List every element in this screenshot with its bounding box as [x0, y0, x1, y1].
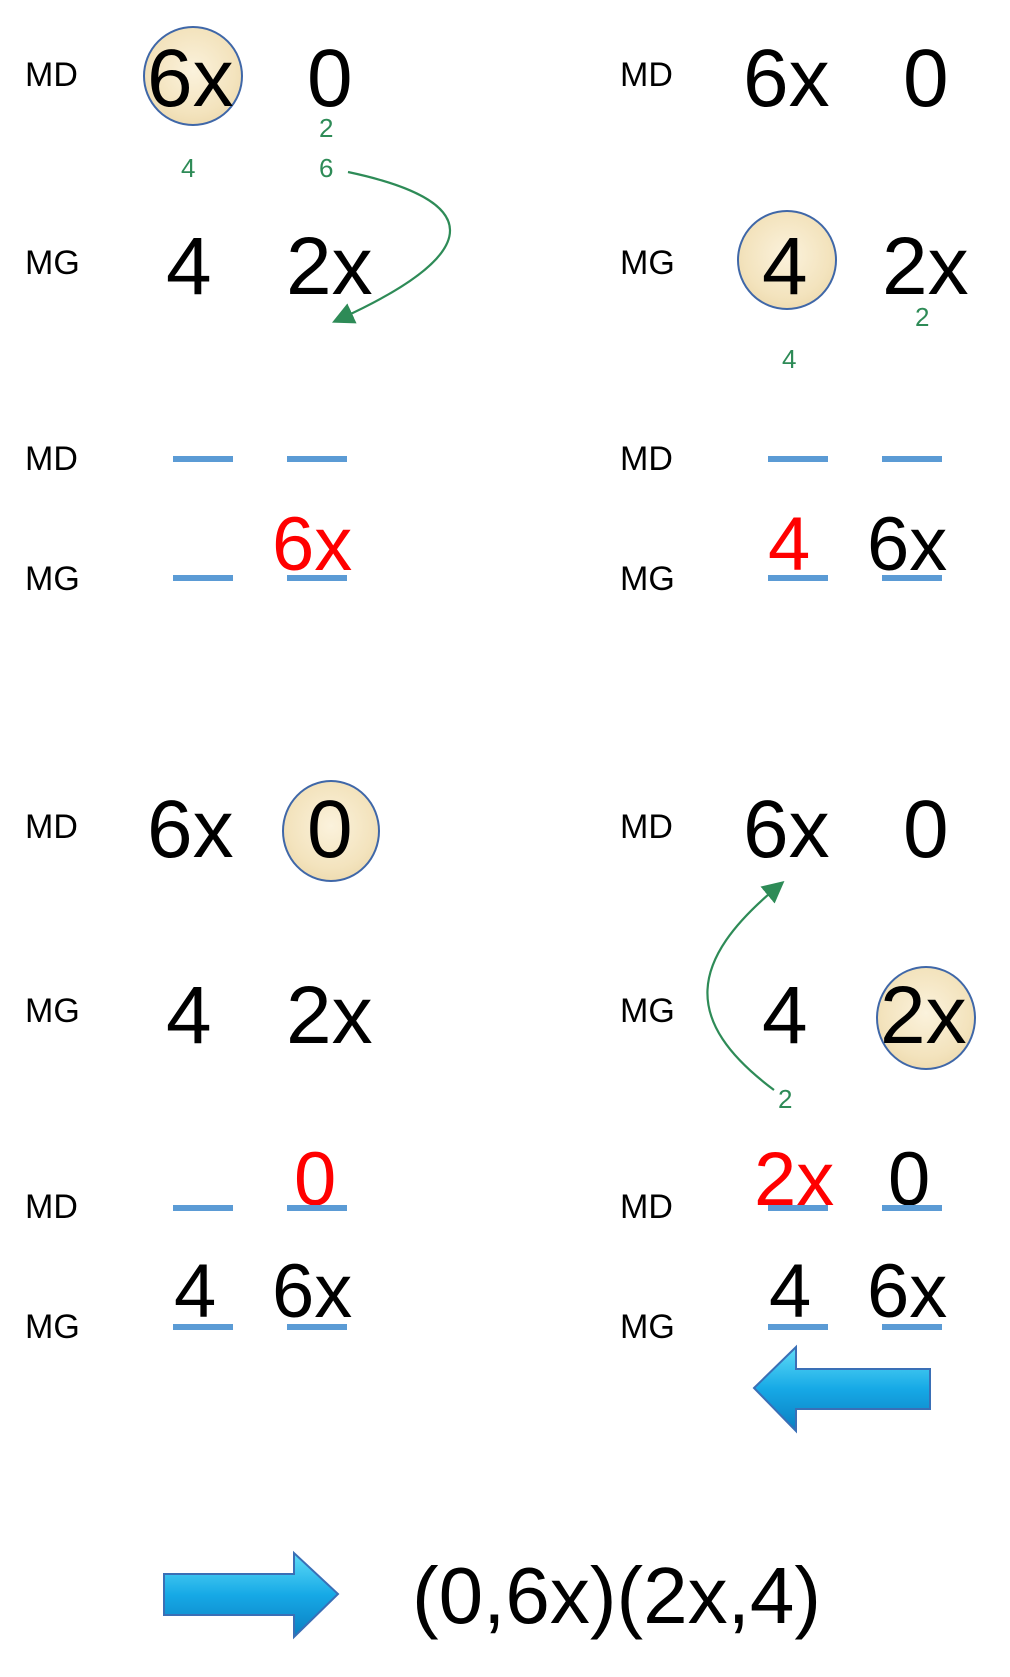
md-label: MD: [620, 56, 673, 94]
md-label: MD: [620, 440, 673, 478]
annotation-6: 6: [319, 153, 334, 183]
md-label: MD: [25, 1188, 78, 1226]
result-slot: [768, 1205, 828, 1211]
result-slot: [287, 1324, 347, 1330]
annotation-2: 2: [778, 1084, 793, 1114]
highlight-circle: [143, 26, 243, 126]
md-term-1: 6x: [147, 784, 234, 875]
md-term-2: 0: [903, 33, 949, 124]
mg-label: MG: [620, 244, 675, 282]
annotation-4: 4: [782, 344, 797, 374]
result-slot: [882, 1205, 942, 1211]
annotation-2: 2: [915, 302, 930, 332]
empty-slot: [173, 1205, 233, 1211]
result-term-1: 2x: [754, 1137, 835, 1222]
result-term: 0: [294, 1137, 337, 1222]
result-term-3: 4: [769, 1249, 812, 1334]
mg-label: MG: [25, 560, 80, 598]
mg-term-2: 2x: [882, 221, 969, 312]
mg-term-1: 4: [166, 221, 212, 312]
md-label: MD: [25, 440, 78, 478]
empty-slot: [173, 575, 233, 581]
highlight-circle: [876, 966, 976, 1070]
mg-label: MG: [620, 560, 675, 598]
mg-term-1: 4: [762, 970, 808, 1061]
mg-term-2: 2x: [286, 221, 373, 312]
mg-label: MG: [25, 244, 80, 282]
result-term-4: 6x: [867, 1249, 948, 1334]
result-slot: [882, 575, 942, 581]
md-label: MD: [25, 808, 78, 846]
result-slot: [768, 1324, 828, 1330]
result-slot: [287, 1205, 347, 1211]
md-term-2: 0: [903, 784, 949, 875]
mg-label: MG: [25, 992, 80, 1030]
result-term-1: 4: [768, 502, 811, 587]
empty-slot: [882, 456, 942, 462]
mg-term-2: 2x: [880, 970, 967, 1061]
final-expression: (0,6x)(2x,4): [412, 1551, 821, 1640]
result-slot: [287, 575, 347, 581]
mg-label: MG: [620, 992, 675, 1030]
mg-term-1: 4: [166, 970, 212, 1061]
md-term-1: 6x: [147, 33, 234, 124]
result-term-2: 0: [888, 1137, 931, 1222]
mg-term-2: 2x: [286, 970, 373, 1061]
empty-slot: [287, 456, 347, 462]
md-term-2: 0: [307, 33, 353, 124]
result-term-1: 4: [174, 1249, 217, 1334]
annotation-2: 2: [319, 113, 334, 143]
md-label: MD: [25, 56, 78, 94]
result-term-2: 6x: [272, 1249, 353, 1334]
highlight-circle: [737, 210, 837, 310]
mg-label: MG: [620, 1308, 675, 1346]
empty-slot: [768, 456, 828, 462]
result-slot: [882, 1324, 942, 1330]
left-arrow-icon: [752, 1344, 931, 1434]
mg-label: MG: [25, 1308, 80, 1346]
result-term-2: 6x: [867, 502, 948, 587]
right-arrow-icon: [163, 1550, 340, 1640]
md-term-2: 0: [307, 784, 353, 875]
highlight-circle: [282, 780, 380, 882]
empty-slot: [173, 456, 233, 462]
md-label: MD: [620, 808, 673, 846]
result-slot: [173, 1324, 233, 1330]
md-term-1: 6x: [743, 784, 830, 875]
result-slot: [768, 575, 828, 581]
result-term: 6x: [272, 502, 353, 587]
md-term-1: 6x: [743, 33, 830, 124]
md-label: MD: [620, 1188, 673, 1226]
annotation-4: 4: [181, 153, 196, 183]
mg-term-1: 4: [762, 221, 808, 312]
